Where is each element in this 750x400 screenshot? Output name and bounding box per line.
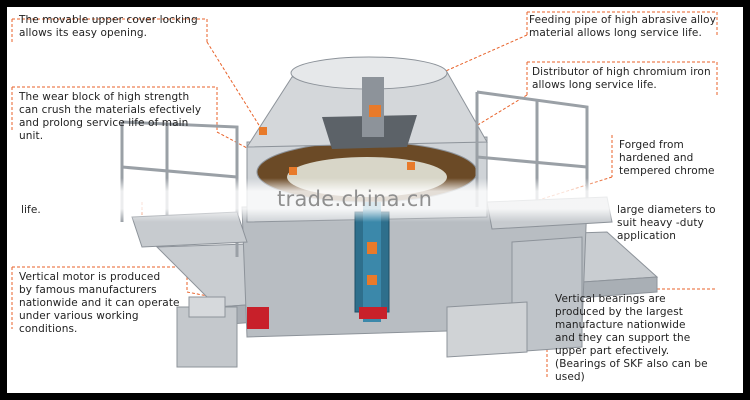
callout-bearings: Vertical bearings are produced by the la… (555, 293, 708, 383)
crusher-body (120, 56, 659, 368)
callout-feeding-pipe: Feeding pipe of high abrasive alloy mate… (529, 14, 717, 39)
callout-wear-block: The wear block of high strength can crus… (19, 91, 202, 142)
watermark-text: trade.china.cn (277, 187, 433, 211)
callout-forged: Forged from hardened and tempered chrome (619, 139, 715, 177)
watermark-band (7, 178, 743, 222)
callout-motor: Vertical motor is produced by famous man… (19, 271, 180, 335)
callout-distributor: Distributor of high chromium iron allows… (532, 66, 711, 91)
callout-diameters: large diameters to suit heavy -duty appl… (617, 204, 716, 242)
crusher-illustration (11, 11, 718, 379)
callout-life-fragment: life. (21, 204, 41, 216)
diagram-canvas: trade.china.cn The movable upper cover l… (7, 7, 743, 393)
callout-upper-cover: The movable upper cover locking allows i… (19, 14, 198, 39)
